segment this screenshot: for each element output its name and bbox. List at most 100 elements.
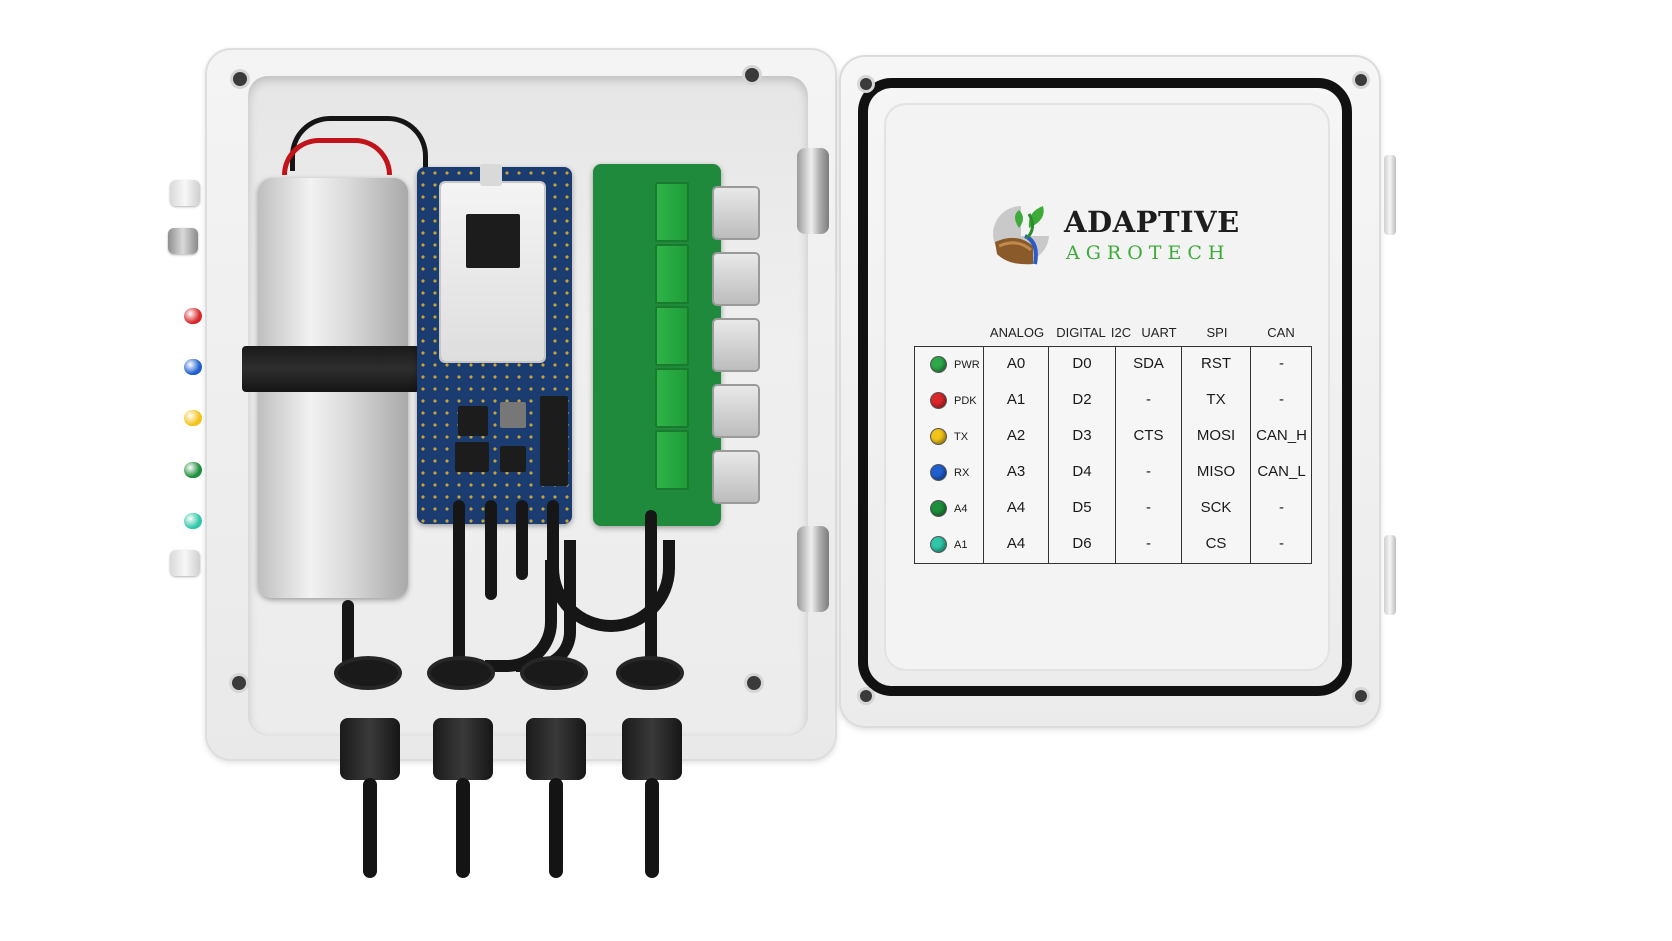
cell-analog: A1 [1006, 391, 1026, 408]
row-label: A1 [954, 539, 968, 551]
brand-logo-icon [993, 206, 1049, 265]
screw-icon [860, 690, 872, 702]
chip [458, 406, 488, 436]
table-divider [1181, 346, 1182, 564]
cable [363, 778, 377, 878]
cable-gland-exterior [433, 718, 493, 780]
cable [456, 778, 470, 878]
cell-digital: D4 [1072, 463, 1092, 480]
cell-digital: D3 [1072, 427, 1092, 444]
cell-digital: D0 [1072, 355, 1092, 372]
cell-digital: D2 [1072, 391, 1092, 408]
cable-gland [620, 660, 680, 686]
side-led-teal [184, 513, 202, 529]
cell-spi: SCK [1200, 499, 1232, 516]
status-led-a1 [931, 537, 946, 552]
side-port [170, 550, 200, 576]
table-divider [1048, 346, 1049, 564]
screw-icon [232, 676, 246, 690]
cable-gland-exterior [622, 718, 682, 780]
lid-gasket [858, 78, 1352, 696]
hinge [797, 526, 829, 612]
battery-strap [242, 346, 420, 392]
cell-spi: TX [1206, 391, 1226, 408]
header-digital: DIGITAL [1056, 325, 1106, 340]
cell-i2c-uart: CTS [1133, 427, 1164, 444]
header-uart: UART [1141, 325, 1177, 340]
cable [453, 500, 465, 670]
pinout-table [914, 346, 1312, 564]
lid-latch [1384, 535, 1396, 615]
status-led-rx [931, 465, 946, 480]
cable-gland [524, 660, 584, 686]
screw-icon [745, 68, 759, 82]
side-led-blue [184, 359, 202, 375]
chip [500, 446, 526, 472]
chip [500, 402, 526, 428]
cell-i2c-uart: - [1146, 391, 1151, 408]
side-led-yellow [184, 410, 202, 426]
cable [645, 778, 659, 878]
screw-icon [860, 78, 872, 90]
cell-i2c-uart: - [1146, 535, 1151, 552]
battery-wire-red [282, 138, 392, 175]
terminal-block [655, 430, 689, 490]
cell-spi: MOSI [1196, 427, 1236, 444]
row-label: A4 [954, 503, 968, 515]
terminal-block [655, 244, 689, 304]
main-chip [466, 214, 520, 268]
brand-name: ADAPTIVE [1064, 205, 1240, 239]
terminal-block [655, 182, 689, 242]
status-led-pdk [931, 393, 946, 408]
cable-gland-exterior [340, 718, 400, 780]
cell-can: - [1279, 355, 1284, 372]
cell-can: CAN_L [1257, 463, 1306, 480]
cell-can: CAN_H [1256, 427, 1307, 444]
cable-gland [338, 660, 398, 686]
rj45-port [714, 188, 758, 238]
terminal-block [655, 306, 689, 366]
cable-gland [431, 660, 491, 686]
cable-gland-exterior [526, 718, 586, 780]
table-divider [1250, 346, 1251, 564]
screw-icon [233, 72, 247, 86]
pcb-connector [540, 396, 568, 486]
screw-icon [747, 676, 761, 690]
lid-latch [1384, 155, 1396, 235]
rj45-port [714, 320, 758, 370]
screw-icon [1355, 74, 1367, 86]
cell-can: - [1279, 499, 1284, 516]
cell-can: - [1279, 535, 1284, 552]
status-led-pwr [931, 357, 946, 372]
cell-spi: CS [1205, 535, 1227, 552]
cell-analog: A2 [1006, 427, 1026, 444]
row-label: RX [954, 467, 970, 479]
cell-analog: A0 [1006, 355, 1026, 372]
cell-analog: A3 [1006, 463, 1026, 480]
header-i2c: I2C [1110, 325, 1132, 340]
header-spi: SPI [1206, 325, 1228, 340]
table-divider [983, 346, 984, 564]
cell-i2c-uart: - [1146, 463, 1151, 480]
row-label: PDK [954, 395, 977, 407]
cell-spi: RST [1201, 355, 1231, 372]
cell-can: - [1279, 391, 1284, 408]
cell-i2c-uart: SDA [1133, 355, 1164, 372]
side-connector [168, 228, 198, 254]
cell-spi: MISO [1196, 463, 1236, 480]
cell-analog: A4 [1006, 535, 1026, 552]
terminal-block [655, 368, 689, 428]
cable [645, 510, 657, 670]
status-led-a4 [931, 501, 946, 516]
cell-digital: D5 [1072, 499, 1092, 516]
brand-tagline: AGROTECH [1066, 242, 1231, 264]
table-divider [1115, 346, 1116, 564]
hinge [797, 148, 829, 234]
row-label: PWR [954, 359, 980, 371]
status-led-tx [931, 429, 946, 444]
chip [455, 442, 489, 472]
side-port [170, 180, 200, 206]
rj45-port [714, 386, 758, 436]
cell-i2c-uart: - [1146, 499, 1151, 516]
screw-icon [1355, 690, 1367, 702]
